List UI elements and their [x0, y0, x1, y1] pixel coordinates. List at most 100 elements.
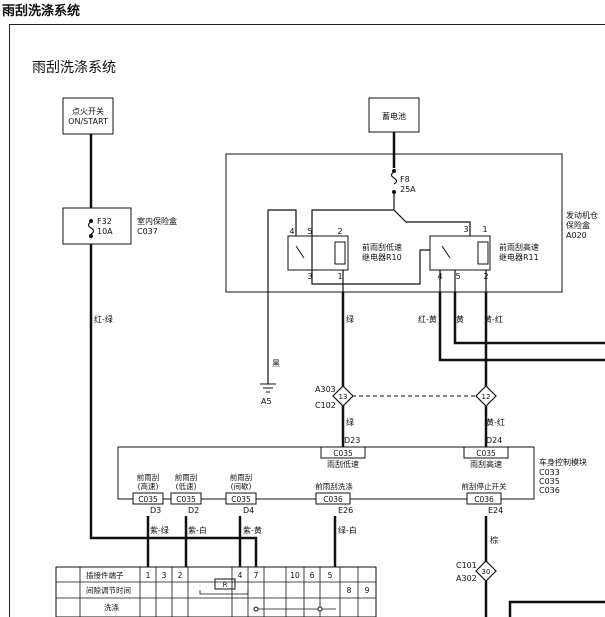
engine-fuse-box-label-2: 保险盒	[566, 220, 590, 230]
switch-pin-5: 5	[328, 571, 333, 580]
engine-fuse-box-label-3: A020	[566, 231, 587, 240]
bcm-pin-d24: D24	[486, 436, 502, 445]
wire-color-green-low: 绿	[346, 418, 354, 427]
wire-color-red-yellow: 红-黄	[418, 314, 437, 324]
switch-pin-7: 7	[254, 571, 259, 580]
ground-label: A5	[261, 397, 272, 406]
wire-color-purple-green: 紫-绿	[150, 526, 169, 535]
connector-a303-label: A303	[315, 385, 336, 394]
relay-r11-pin-4: 4	[437, 272, 442, 281]
ignition-switch-box	[62, 97, 114, 135]
switch-table-header: 插接件端子	[86, 570, 124, 580]
relay-r11-pin-5: 5	[455, 272, 460, 281]
relay-r11-label-2: 继电器R11	[499, 252, 539, 262]
connector-c102-label: C102	[315, 401, 336, 410]
engine-fuse-box	[225, 153, 563, 293]
internal-wiring	[267, 192, 487, 384]
wire-color-brown: 棕	[490, 535, 498, 545]
bcm-c035-c: C035	[231, 495, 251, 504]
relay-r11-pin-1: 1	[482, 225, 487, 234]
bcm-front-low-2: (低速)	[176, 481, 197, 491]
relay-internals	[295, 241, 489, 265]
connector-30-label: 30	[482, 568, 491, 576]
battery-label: 蓄电池	[382, 111, 406, 121]
bcm-front-high-1: 前雨刮	[137, 472, 160, 482]
relay-r10-label-2: 继电器R10	[362, 252, 402, 262]
switch-pin-6: 6	[310, 571, 315, 580]
bcm-pin-d23: D23	[344, 436, 360, 445]
bcm-label-3: C035	[539, 477, 560, 486]
bcm-pin-e26: E26	[338, 506, 353, 515]
fuse-f8-label-2: 25A	[400, 185, 416, 194]
bcm-c035-a: C035	[138, 495, 158, 504]
ignition-label-1: 点火开关	[72, 106, 104, 116]
connector-a302-label: A302	[456, 574, 477, 583]
connector-12	[475, 385, 497, 407]
switch-r-label: R	[223, 581, 228, 589]
wire-return	[508, 600, 605, 617]
bcm-front-stop: 前刮停止开关	[462, 481, 507, 491]
bcm-high-speed: 雨刮高速	[470, 459, 502, 469]
relay-r10-box	[287, 235, 349, 271]
relay-r10-pin-4: 4	[289, 227, 294, 236]
wire-color-yellow-red-top: 黄-红	[484, 314, 503, 324]
switch-row-wash: 洗涤	[104, 602, 119, 612]
relay-r11-label-1: 前雨刮高速	[499, 242, 539, 252]
wire-yellow	[453, 292, 605, 345]
relay-r11-pin-2: 2	[483, 272, 488, 281]
fuse-f8-icon	[390, 171, 398, 185]
relay-r10-pin-1: 1	[337, 272, 342, 281]
connector-c101-label: C101	[456, 561, 477, 570]
fuse-f8-label-1: F8	[400, 175, 410, 184]
switch-pin-4: 4	[238, 571, 243, 580]
wire-color-black: 黑	[272, 359, 280, 368]
relay-r10-pin-2: 2	[337, 227, 342, 236]
interior-fuse-box-label-2: C037	[137, 227, 158, 236]
bcm-label-4: C036	[539, 486, 560, 495]
connector-30	[475, 560, 497, 582]
bcm-c035-high: C035	[476, 449, 496, 458]
wire-color-purple-yellow: 紫-黄	[243, 525, 262, 535]
bcm-c036-a: C036	[323, 495, 343, 504]
relay-r10-label-1: 前雨刮低速	[362, 242, 402, 252]
relay-r11-box	[429, 235, 491, 271]
diagram-title: 雨刮洗涤系统	[32, 60, 116, 76]
relay-r10-pin-5: 5	[307, 227, 312, 236]
connector-12-label: 12	[482, 393, 491, 401]
switch-pin-2: 2	[178, 571, 183, 580]
bcm-front-int-2: (间歇)	[231, 481, 252, 491]
wire-color-green-white: 绿-白	[338, 525, 357, 535]
bcm-c036-b: C036	[474, 495, 494, 504]
ground-icon	[260, 383, 276, 393]
bcm-label-2: C033	[539, 468, 560, 477]
wire-red-yellow	[438, 292, 605, 362]
switch-interval-pin-9: 9	[365, 586, 370, 595]
switch-pin-3: 3	[162, 571, 167, 580]
interior-fuse-box-label-1: 室内保险盒	[137, 216, 177, 226]
bcm-front-low-1: 前雨刮	[175, 472, 198, 482]
bcm-front-high-2: (高速)	[138, 481, 159, 491]
switch-pin-1: 1	[146, 571, 151, 580]
engine-fuse-box-label-1: 发动机仓	[566, 210, 598, 220]
bcm-c035-low: C035	[333, 449, 353, 458]
bcm-pin-d4: D4	[243, 506, 254, 515]
wire-color-purple-white: 紫-白	[188, 525, 207, 535]
bcm-low-speed: 雨刮低速	[327, 459, 359, 469]
switch-table	[55, 566, 377, 617]
wire-color-red-green: 红-绿	[94, 314, 113, 324]
bcm-c035-b: C035	[176, 495, 196, 504]
wires	[89, 132, 605, 617]
ignition-label-2: ON/START	[68, 117, 108, 126]
bcm-pin-e24: E24	[488, 506, 503, 515]
wire-color-yellow-red-low: 黄-红	[486, 417, 505, 427]
bcm-front-int-1: 前雨刮	[230, 472, 253, 482]
bcm-front-wash: 前雨刮洗涤	[315, 481, 353, 491]
bcm-label-1: 车身控制模块	[539, 457, 587, 467]
relay-r11-pin-3: 3	[463, 225, 468, 234]
diagram-frame	[9, 24, 605, 617]
wire-color-yellow: 黄	[456, 314, 464, 324]
connector-13-label: 13	[339, 393, 348, 401]
connector-13	[332, 385, 354, 407]
switch-pin-10: 10	[290, 571, 300, 580]
